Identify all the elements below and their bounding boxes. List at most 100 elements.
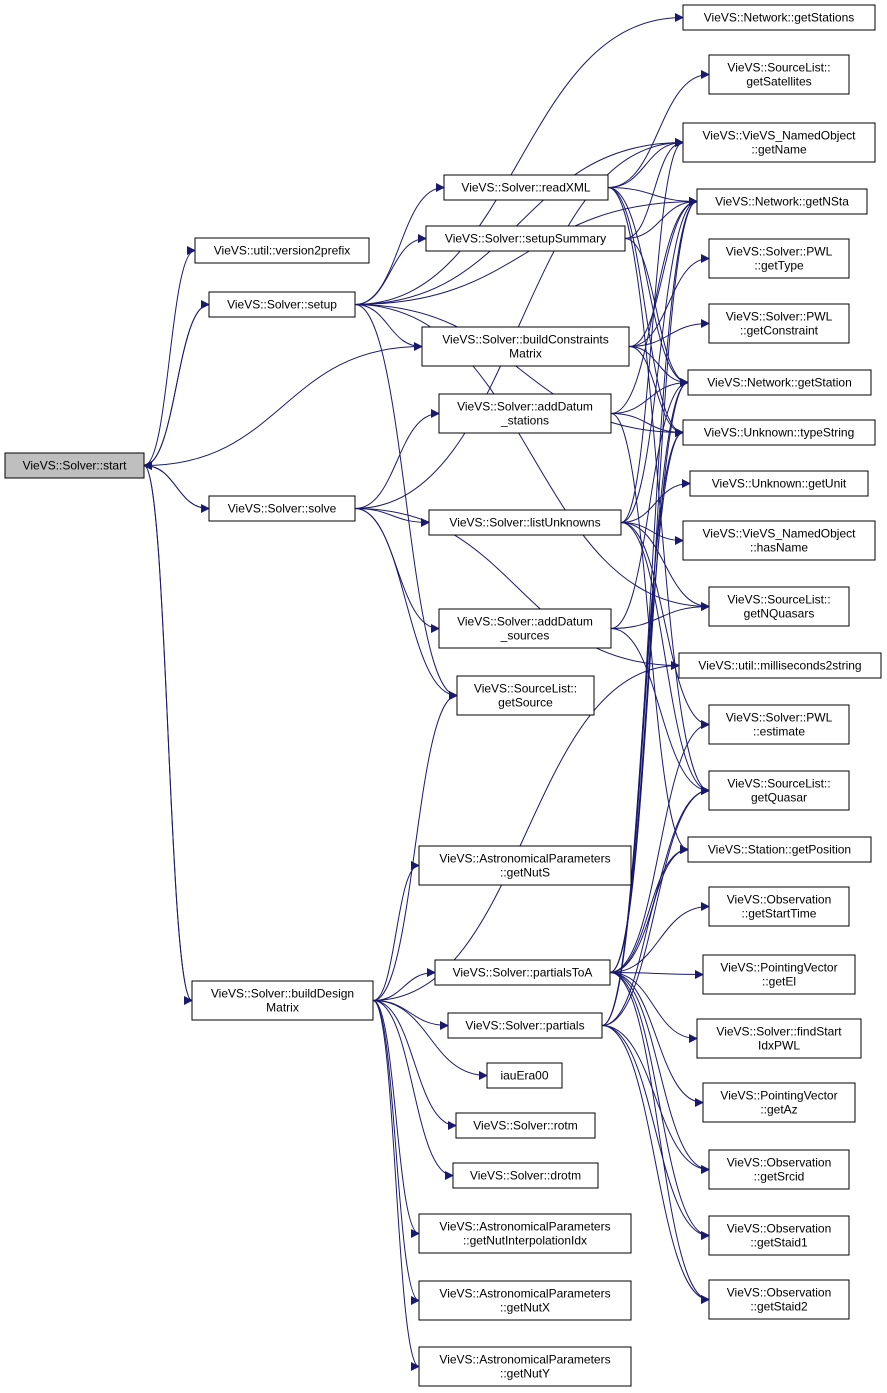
edge-addDatumSources-to-getNQuasars (610, 602, 710, 629)
node-box (456, 675, 595, 716)
node-box (434, 959, 611, 986)
node-getStaid2[interactable]: VieVS::Observation::getStaid2 (708, 1279, 850, 1320)
node-getPosition[interactable]: VieVS::Station::getPosition (687, 836, 872, 863)
node-getStaid1[interactable]: VieVS::Observation::getStaid1 (708, 1215, 850, 1256)
edge-buildDesign-to-drotm (372, 1000, 454, 1180)
node-getSource[interactable]: VieVS::SourceList::getSource (456, 675, 595, 716)
node-box (438, 608, 612, 649)
node-label: VieVS::Solver::PWL (726, 245, 833, 259)
edge-solve-to-getName (354, 138, 684, 509)
edge-setupSummary-to-getStation (624, 238, 689, 387)
node-getAz[interactable]: VieVS::PointingVector::getAz (702, 1082, 856, 1123)
node-getConstraint[interactable]: VieVS::Solver::PWL::getConstraint (708, 303, 850, 344)
node-setupSummary[interactable]: VieVS::Solver::setupSummary (425, 225, 626, 252)
node-getStartTime[interactable]: VieVS::Observation::getStartTime (708, 886, 850, 927)
node-label: ::getNutInterpolationIdx (463, 1234, 587, 1248)
node-box (418, 845, 632, 886)
node-getNSta[interactable]: VieVS::Network::getNSta (696, 188, 868, 215)
node-box (708, 1279, 850, 1320)
edge-buildDesign-to-iauEra00 (372, 1000, 488, 1080)
node-getStation[interactable]: VieVS::Network::getStation (687, 369, 872, 396)
edge-partials-to-getStaid2 (601, 1025, 710, 1304)
node-label: VieVS::AstronomicalParameters (439, 852, 610, 866)
node-getSrcid[interactable]: VieVS::Observation::getSrcid (708, 1149, 850, 1190)
edge-buildDesign-to-ms2string (372, 661, 680, 1001)
node-label: VieVS::Station::getPosition (708, 843, 851, 857)
node-start[interactable]: VieVS::Solver::start (4, 452, 145, 479)
node-getName[interactable]: VieVS::VieVS_NamedObject::getName (682, 122, 876, 163)
node-box (708, 1215, 850, 1256)
node-getNutY[interactable]: VieVS::AstronomicalParameters::getNutY (418, 1346, 632, 1387)
node-box (702, 954, 856, 995)
node-box (696, 1018, 862, 1059)
edge-addDatumStations-to-typeString (610, 413, 684, 437)
node-box (447, 1012, 603, 1039)
node-readXML[interactable]: VieVS::Solver::readXML (443, 174, 609, 201)
node-label: Matrix (509, 347, 542, 361)
node-label: ::getNutY (500, 1367, 550, 1381)
edge-setup-to-getSource (354, 304, 458, 700)
edge-solve-to-addDatumSources (354, 508, 440, 633)
node-addDatumStations[interactable]: VieVS::Solver::addDatum_stations (438, 393, 612, 434)
node-getEl[interactable]: VieVS::PointingVector::getEl (702, 954, 856, 995)
node-partials[interactable]: VieVS::Solver::partials (447, 1012, 603, 1039)
node-listUnknowns[interactable]: VieVS::Solver::listUnknowns (428, 509, 622, 536)
edge-buildDesign-to-rotm (372, 1000, 457, 1130)
node-label: VieVS::Solver::findStart (716, 1025, 842, 1039)
node-label: VieVS::Solver::readXML (461, 181, 591, 195)
node-getQuasar[interactable]: VieVS::SourceList::getQuasar (708, 770, 850, 811)
node-box (486, 1062, 563, 1089)
node-getNQuasars[interactable]: VieVS::SourceList::getNQuasars (708, 586, 850, 627)
node-label: VieVS::Solver::PWL (726, 310, 833, 324)
node-box (687, 369, 872, 396)
edge-partials-to-getNSta (601, 197, 698, 1026)
node-rotm[interactable]: VieVS::Solver::rotm (455, 1112, 596, 1139)
node-estimate[interactable]: VieVS::Solver::PWL::estimate (708, 704, 850, 745)
node-label: VieVS::Solver::start (23, 459, 127, 473)
node-partialsToA[interactable]: VieVS::Solver::partialsToA (434, 959, 611, 986)
node-label: VieVS::SourceList:: (727, 777, 830, 791)
node-getNutX[interactable]: VieVS::AstronomicalParameters::getNutX (418, 1280, 632, 1321)
node-box (438, 393, 612, 434)
node-setup[interactable]: VieVS::Solver::setup (208, 291, 356, 318)
edge-partials-to-getQuasar (601, 786, 710, 1026)
node-label: ::getAz (760, 1103, 797, 1117)
node-box (428, 509, 622, 536)
node-label: VieVS::Solver::listUnknowns (449, 516, 600, 530)
node-getNutS[interactable]: VieVS::AstronomicalParameters::getNutS (418, 845, 632, 886)
node-label: VieVS::PointingVector (720, 1089, 837, 1103)
edge-readXML-to-getQuasar (607, 187, 710, 795)
node-box (702, 1082, 856, 1123)
node-version2prefix[interactable]: VieVS::util::version2prefix (194, 237, 370, 264)
edge-addDatumSources-to-getStation (610, 378, 689, 629)
node-getUnit[interactable]: VieVS::Unknown::getUnit (689, 470, 869, 497)
node-label: VieVS::Solver::partials (465, 1019, 584, 1033)
node-typeString[interactable]: VieVS::Unknown::typeString (682, 419, 876, 446)
node-hasName[interactable]: VieVS::VieVS_NamedObject::hasName (682, 520, 876, 561)
node-label: ::estimate (753, 725, 805, 739)
node-addDatumSources[interactable]: VieVS::Solver::addDatum_sources (438, 608, 612, 649)
node-getStations[interactable]: VieVS::Network::getStations (682, 4, 876, 31)
node-label: ::getNutS (500, 866, 550, 880)
node-box (682, 4, 876, 31)
node-getNutInterp[interactable]: VieVS::AstronomicalParameters::getNutInt… (418, 1213, 632, 1254)
node-box (455, 1112, 596, 1139)
node-ms2string[interactable]: VieVS::util::milliseconds2string (678, 652, 882, 679)
node-drotm[interactable]: VieVS::Solver::drotm (452, 1162, 599, 1189)
node-box (708, 770, 850, 811)
node-box (421, 326, 630, 367)
node-label: IdxPWL (758, 1039, 800, 1053)
node-label: VieVS::VieVS_NamedObject (703, 129, 857, 143)
edge-setup-to-getNQuasars (354, 304, 710, 611)
edge-partials-to-getSrcid (601, 1025, 710, 1174)
node-solve[interactable]: VieVS::Solver::solve (208, 495, 356, 522)
node-label: VieVS::Observation (727, 1222, 832, 1236)
node-getType[interactable]: VieVS::Solver::PWL::getType (708, 238, 850, 279)
node-iauEra00[interactable]: iauEra00 (486, 1062, 563, 1089)
edge-partialsToA-to-getAz (609, 972, 704, 1107)
node-getSatellites[interactable]: VieVS::SourceList::getSatellites (708, 54, 850, 95)
node-box (418, 1346, 632, 1387)
